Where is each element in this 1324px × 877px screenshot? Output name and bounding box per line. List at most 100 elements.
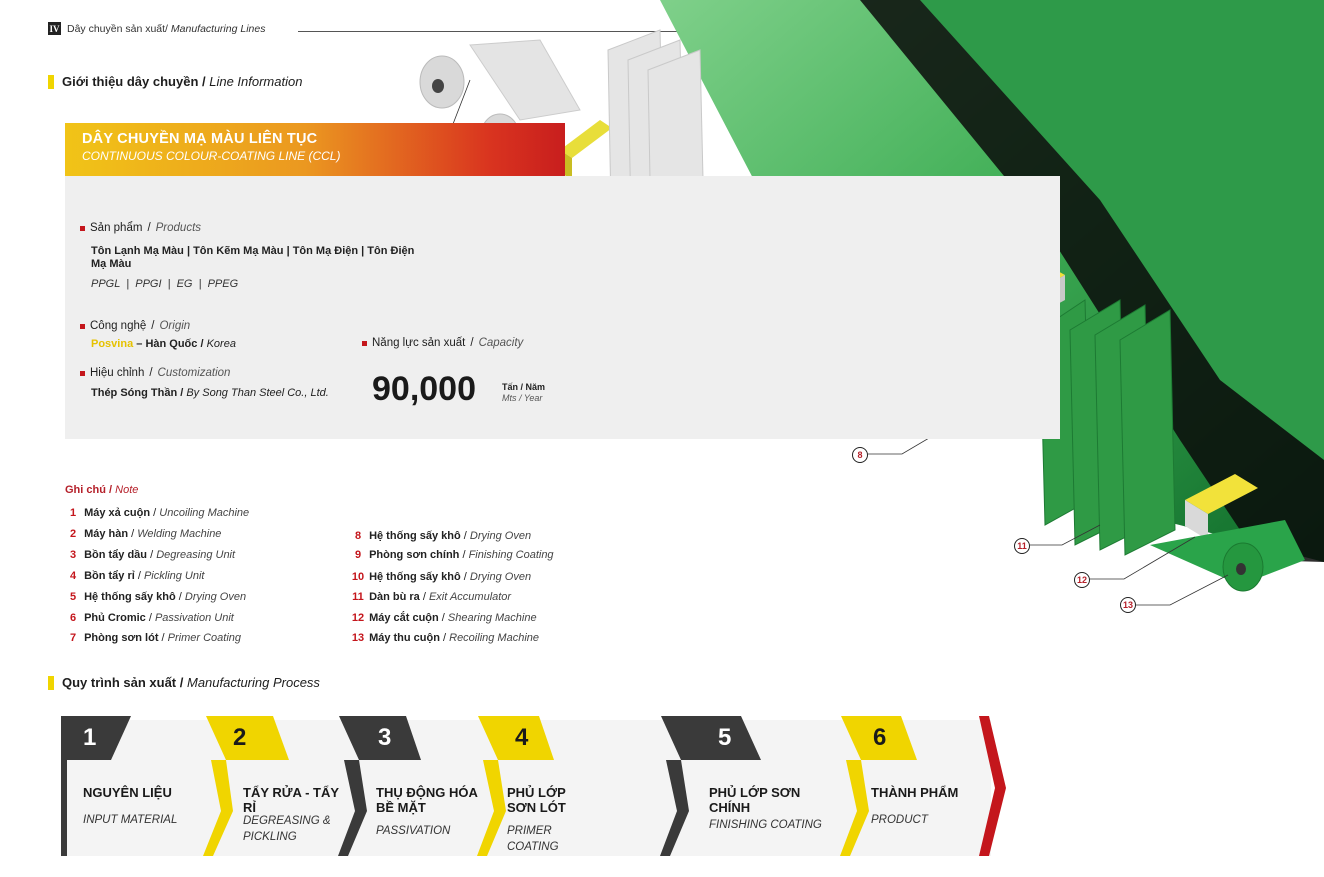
note-label-en: Pickling Unit [143, 570, 205, 582]
process-step-title: THÀNH PHẨM [871, 785, 959, 800]
process-step-title: TẨY RỬA - TẨY RỈ [243, 785, 339, 815]
note-number: 13 [351, 632, 365, 644]
origin-label: Công nghệ/Origin [80, 320, 190, 332]
note-item: 12 Máy cắt cuộn / Shearing Machine [350, 612, 537, 624]
note-separator: / [439, 632, 450, 644]
origin-value: Posvina – Hàn Quốc / Korea [91, 338, 236, 350]
note-number: 1 [69, 507, 77, 519]
header-title: Dây chuyền sản xuất/ Manufacturing Lines [67, 22, 266, 35]
note-number: 6 [69, 612, 77, 624]
note-label-vi: Phòng sơn lót [84, 632, 159, 644]
note-item: 2 Máy hàn / Welding Machine [65, 528, 222, 540]
note-item: 7 Phòng sơn lót / Primer Coating [65, 632, 241, 644]
note-number: 11 [352, 591, 364, 603]
note-item: 10 Hệ thống sấy khô / Drying Oven [350, 571, 531, 583]
note-separator: / [147, 549, 157, 561]
section-process: Quy trình sản xuất / Manufacturing Proce… [48, 675, 320, 690]
note-number: 12 [351, 612, 365, 624]
chapter-badge: IV [48, 22, 61, 35]
note-separator: / [460, 571, 470, 583]
note-label-vi: Hệ thống sấy khô [369, 571, 461, 583]
note-item: 13 Máy thu cuộn / Recoiling Machine [350, 632, 539, 644]
process-step-number: 4 [515, 724, 529, 751]
note-label-vi: Hệ thống sấy khô [369, 530, 461, 542]
note-separator: / [460, 530, 470, 542]
line-title-en: CONTINUOUS COLOUR-COATING LINE (CCL) [82, 149, 341, 163]
note-label-vi: Máy hàn [84, 528, 129, 540]
note-item: 1 Máy xả cuộn / Uncoiling Machine [65, 507, 249, 519]
note-label-vi: Dàn bù ra [369, 591, 420, 603]
note-label-en: Drying Oven [184, 591, 247, 603]
note-separator: / [438, 612, 448, 624]
note-number: 3 [69, 549, 77, 561]
note-separator: / [145, 612, 155, 624]
section-marker [48, 675, 54, 690]
note-separator: / [134, 570, 144, 582]
line-info-card [65, 176, 1060, 439]
process-step-subtitle: PRODUCT [871, 814, 928, 826]
note-item: 9 Phòng sơn chính / Finishing Coating [350, 549, 554, 561]
note-number: 8 [354, 530, 362, 542]
line-title-vi: DÂY CHUYỀN MẠ MÀU LIÊN TỤC [82, 131, 318, 147]
process-step-number: 3 [378, 724, 392, 751]
products-list-en: PPGL | PPGI | EG | PPEG [91, 278, 239, 290]
note-label-en: Passivation Unit [154, 612, 234, 624]
products-list-vi: Tôn Lạnh Mạ Màu | Tôn Kẽm Mạ Màu | Tôn M… [91, 245, 415, 270]
note-separator: / [419, 591, 429, 603]
process-step-title: PHỦ LỚP SƠN CHÍNH [709, 785, 801, 815]
line-title-banner: DÂY CHUYỀN MẠ MÀU LIÊN TỤC CONTINUOUS CO… [65, 123, 565, 176]
process-step-subtitle: PASSIVATION [376, 825, 451, 837]
callout-13: 13 [1120, 597, 1136, 613]
bullet-icon [362, 340, 367, 346]
note-title: Ghi chú / Note [65, 484, 139, 496]
process-step-title: THỤ ĐỘNG HÓA BỀ MẶT [376, 785, 478, 815]
note-number: 7 [69, 632, 77, 644]
note-label-en: Welding Machine [137, 528, 222, 540]
process-step-subtitle: INPUT MATERIAL [83, 814, 178, 826]
process-step-number: 1 [83, 724, 97, 751]
customization-label: Hiệu chỉnh/Customization [80, 367, 230, 379]
note-label-vi: Hệ thống sấy khô [84, 591, 176, 603]
process-step-number: 2 [233, 724, 247, 751]
page-header: IV Dây chuyền sản xuất/ Manufacturing Li… [48, 22, 265, 35]
note-label-vi: Máy xả cuộn [84, 507, 151, 519]
note-label-en: Exit Accumulator [428, 591, 512, 603]
callout-8: 8 [852, 447, 868, 463]
note-separator: / [459, 549, 469, 561]
note-label-vi: Phòng sơn chính [369, 549, 460, 561]
section-line-info: Giới thiệu dây chuyền / Line Information [48, 74, 302, 89]
note-separator: / [158, 632, 168, 644]
note-label-en: Drying Oven [469, 571, 532, 583]
process-step-title: PHỦ LỚP SƠN LÓT [507, 785, 566, 815]
process-step-number: 6 [873, 724, 887, 751]
note-number: 10 [351, 571, 365, 583]
note-label-vi: Máy thu cuộn [369, 632, 440, 644]
note-separator: / [175, 591, 185, 603]
note-label-en: Uncoiling Machine [159, 507, 250, 519]
note-item: 8 Hệ thống sấy khô / Drying Oven [350, 530, 531, 542]
note-label-vi: Phủ Cromic [84, 612, 146, 624]
note-label-en: Primer Coating [167, 632, 242, 644]
note-label-en: Degreasing Unit [156, 549, 236, 561]
note-label-en: Drying Oven [469, 530, 532, 542]
note-label-en: Recoiling Machine [449, 632, 540, 644]
note-label-en: Finishing Coating [468, 549, 554, 561]
products-label: Sản phẩm/Products [80, 222, 201, 234]
note-number: 5 [69, 591, 77, 603]
note-item: 4 Bồn tẩy rỉ / Pickling Unit [65, 570, 205, 582]
process-step-subtitle: PRIMER COATING [507, 825, 559, 854]
customization-value: Thép Sóng Thần / By Song Than Steel Co.,… [91, 387, 329, 399]
note-label-vi: Máy cắt cuộn [369, 612, 439, 624]
callout-11: 11 [1014, 538, 1030, 554]
note-item: 5 Hệ thống sấy khô / Drying Oven [65, 591, 246, 603]
note-label-vi: Bồn tẩy rỉ [84, 570, 135, 582]
note-separator: / [150, 507, 160, 519]
note-item: 6 Phủ Cromic / Passivation Unit [65, 612, 234, 624]
process-step-number: 5 [718, 724, 732, 751]
section-marker [48, 74, 54, 89]
note-item: 11 Dàn bù ra / Exit Accumulator [350, 591, 511, 603]
capacity-value: 90,000 [372, 370, 476, 408]
process-step-subtitle: FINISHING COATING [709, 819, 822, 831]
